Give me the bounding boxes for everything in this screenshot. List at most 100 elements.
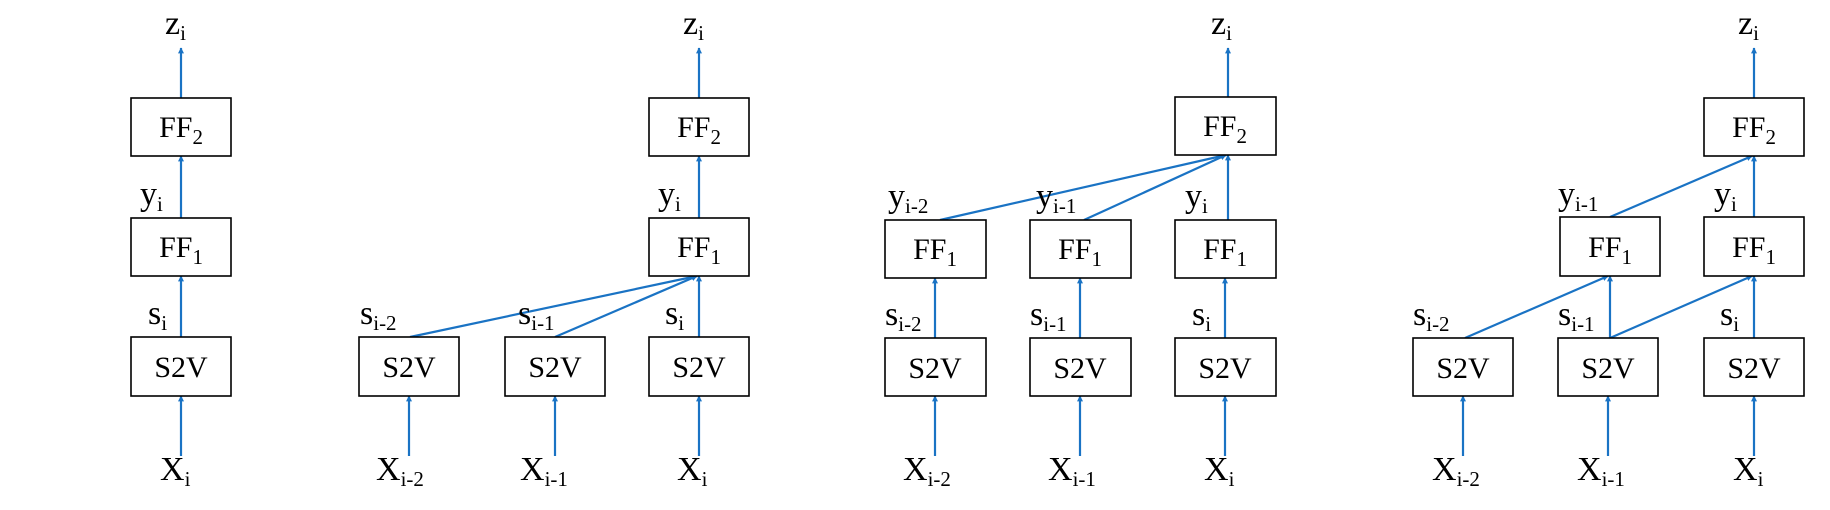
label-subscript: i xyxy=(157,192,163,216)
input-label-x: Xi-1 xyxy=(520,451,568,491)
arrow xyxy=(554,274,698,339)
label-base: z xyxy=(683,5,698,42)
label-base: s xyxy=(1030,296,1043,333)
box-label-subscript: 1 xyxy=(1091,247,1102,271)
hidden-label-y: yi-1 xyxy=(1558,176,1598,216)
label-subscript: i-1 xyxy=(1043,312,1066,336)
panel-4: FF2 FF1 FF1 S2V S2V S2V zi yi-1 yi si-2 … xyxy=(1412,5,1805,491)
svg-text:FF1: FF1 xyxy=(677,231,721,269)
label-base: X xyxy=(677,451,702,488)
box-label: FF xyxy=(677,111,710,144)
label-subscript: i xyxy=(161,311,167,335)
label-base: s xyxy=(885,296,898,333)
label-subscript: i-1 xyxy=(1602,467,1625,491)
s2v-box: S2V xyxy=(504,336,606,397)
sentence-vector-label-s: si xyxy=(1192,296,1211,336)
sentence-vector-label-s: si-2 xyxy=(1413,296,1450,336)
box-label: FF xyxy=(1732,111,1765,144)
label-base: X xyxy=(376,451,401,488)
s2v-box: S2V xyxy=(648,336,750,397)
ff1-box: FF1 xyxy=(884,219,987,279)
box-label-subscript: 2 xyxy=(192,125,203,149)
label-subscript: i xyxy=(185,467,191,491)
hidden-label-y: yi-2 xyxy=(888,178,928,218)
input-label-x: Xi-2 xyxy=(376,451,424,491)
label-base: s xyxy=(360,295,373,332)
arrow xyxy=(409,274,698,339)
arrow xyxy=(1609,154,1753,219)
svg-text:FF1: FF1 xyxy=(913,233,957,271)
box-label: S2V xyxy=(1053,352,1107,385)
label-subscript: i-2 xyxy=(1457,467,1480,491)
arrow xyxy=(939,153,1227,222)
label-base: z xyxy=(1738,5,1753,42)
label-subscript: i-1 xyxy=(1575,192,1598,216)
label-base: y xyxy=(1714,176,1731,213)
hidden-label-y: yi xyxy=(1185,178,1208,218)
s2v-box: S2V xyxy=(1029,337,1132,397)
label-subscript: i-1 xyxy=(1053,194,1076,218)
label-subscript: i-2 xyxy=(898,312,921,336)
label-subscript: i xyxy=(1226,21,1232,45)
box-label-subscript: 1 xyxy=(710,245,721,269)
input-label-x: Xi-1 xyxy=(1577,451,1625,491)
sentence-vector-label-s: si-2 xyxy=(885,296,922,336)
arrow xyxy=(1609,274,1753,340)
label-base: X xyxy=(1432,451,1457,488)
s2v-box: S2V xyxy=(130,336,232,397)
svg-text:FF2: FF2 xyxy=(677,111,721,149)
output-label-z: zi xyxy=(1738,5,1759,45)
box-label: FF xyxy=(1203,110,1236,143)
output-label-z: zi xyxy=(165,5,186,45)
input-label-x: Xi xyxy=(1733,451,1764,491)
box-label-subscript: 1 xyxy=(1765,245,1776,269)
panel-1: FF2 FF1 S2V zi yi si Xi xyxy=(130,5,232,491)
svg-text:FF1: FF1 xyxy=(159,231,203,269)
box-label-subscript: 2 xyxy=(1765,125,1776,149)
svg-text:FF1: FF1 xyxy=(1058,233,1102,271)
sentence-vector-label-s: si-1 xyxy=(1558,296,1595,336)
label-subscript: i-1 xyxy=(1571,312,1594,336)
ff1-box: FF1 xyxy=(130,217,232,277)
label-subscript: i xyxy=(1205,312,1211,336)
box-label: S2V xyxy=(154,351,208,384)
label-subscript: i-2 xyxy=(1426,312,1449,336)
s2v-box: S2V xyxy=(1174,337,1277,397)
label-base: X xyxy=(1048,451,1073,488)
label-base: y xyxy=(1185,178,1202,215)
label-subscript: i xyxy=(698,21,704,45)
label-subscript: i-2 xyxy=(905,194,928,218)
box-label: S2V xyxy=(528,351,582,384)
box-label: FF xyxy=(159,111,192,144)
svg-text:FF1: FF1 xyxy=(1203,233,1247,271)
box-label: S2V xyxy=(908,352,962,385)
box-label: FF xyxy=(913,233,946,266)
s2v-box: S2V xyxy=(358,336,460,397)
svg-text:FF2: FF2 xyxy=(159,111,203,149)
s2v-box: S2V xyxy=(1412,337,1514,397)
label-base: y xyxy=(140,176,157,213)
sentence-vector-label-s: si-2 xyxy=(360,295,397,335)
label-base: s xyxy=(1192,296,1205,333)
label-base: X xyxy=(520,451,545,488)
label-base: X xyxy=(1577,451,1602,488)
label-subscript: i-2 xyxy=(373,311,396,335)
label-base: z xyxy=(165,5,180,42)
label-base: X xyxy=(1204,451,1229,488)
label-subscript: i-1 xyxy=(545,467,568,491)
sentence-vector-label-s: si-1 xyxy=(1030,296,1067,336)
ff2-box: FF2 xyxy=(1703,97,1805,157)
input-label-x: Xi-2 xyxy=(1432,451,1480,491)
box-label-subscript: 2 xyxy=(1236,124,1247,148)
hidden-label-y: yi xyxy=(140,176,163,216)
label-base: z xyxy=(1211,5,1226,42)
label-base: s xyxy=(665,295,678,332)
label-base: X xyxy=(1733,451,1758,488)
box-label: S2V xyxy=(1436,352,1490,385)
box-label: S2V xyxy=(672,351,726,384)
box-label-subscript: 1 xyxy=(192,245,203,269)
ff1-box: FF1 xyxy=(648,217,750,277)
svg-text:FF2: FF2 xyxy=(1203,110,1247,148)
box-label-subscript: 2 xyxy=(710,125,721,149)
